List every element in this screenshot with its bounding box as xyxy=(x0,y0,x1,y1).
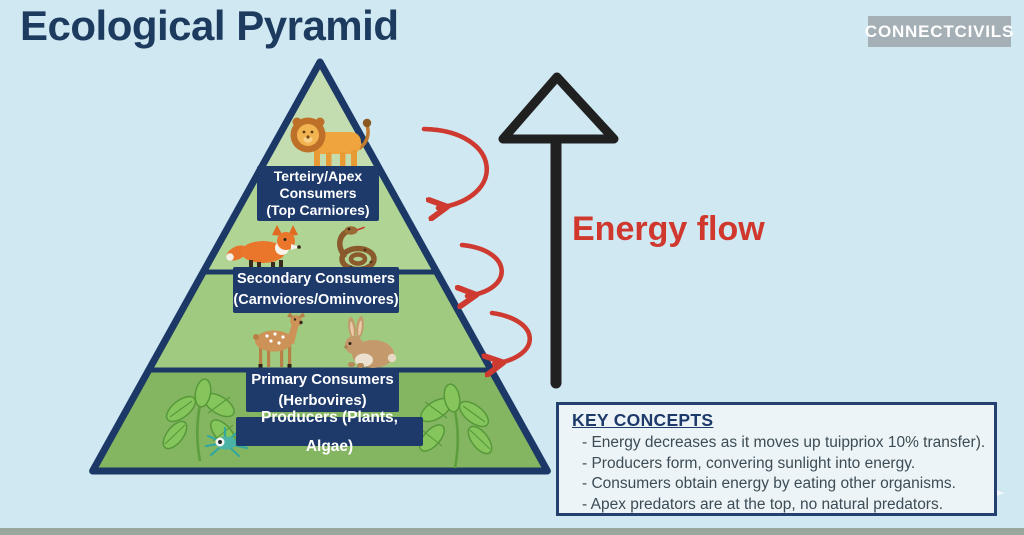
cycle-arrow-bottom xyxy=(492,310,533,364)
tier-label-line: (Carnviores/Ominvores) xyxy=(233,292,399,308)
tier-label-producers: Producers (Plants, Algae) xyxy=(236,409,423,455)
bottom-edge-strip xyxy=(0,528,1024,535)
leaves-icon xyxy=(162,378,236,462)
tier-label-line: Primary Consumers xyxy=(251,371,394,388)
key-concepts-title: KEY CONCEPTS xyxy=(572,410,714,430)
cycle-arrow-middle xyxy=(462,242,504,296)
cycle-arrow-top xyxy=(421,126,490,208)
page-title: Ecological Pyramid xyxy=(20,2,399,49)
energy-flow-label: Energy flow xyxy=(572,210,765,248)
tier-label-secondary: Secondary Consumers (Carnviores/Ominvore… xyxy=(233,267,399,313)
rabbit-icon xyxy=(344,316,397,368)
tier-label-line: Terteiry/Apex xyxy=(273,168,363,184)
deer-icon xyxy=(253,312,305,368)
key-concepts-panel: KEY CONCEPTS - Energy decreases as it mo… xyxy=(556,402,997,516)
tier-label-tertiary: Terteiry/Apex Consumers (Top Carniores) xyxy=(257,166,379,221)
fox-icon xyxy=(226,225,301,273)
snake-icon xyxy=(337,226,377,273)
key-concept-item: - Consumers obtain energy by eating othe… xyxy=(582,475,956,492)
tier-label-line: Producers (Plants, Algae) xyxy=(261,408,398,455)
tier-label-line: Secondary Consumers xyxy=(237,271,395,287)
tier-tertiary-fill xyxy=(260,62,380,169)
leaves-icon xyxy=(419,383,493,469)
lion-icon xyxy=(290,117,372,167)
tier-label-line: Consumers xyxy=(279,185,357,201)
key-concept-item: - Apex predators are at the top, no natu… xyxy=(582,495,944,513)
energy-cycle-arrows xyxy=(421,126,533,364)
tier-label-line: (Top Carniores) xyxy=(266,202,370,218)
key-concept-item: - Producers form, convering sunlight int… xyxy=(582,454,916,472)
key-concept-item: - Energy decreases as it moves up tuippr… xyxy=(582,434,986,451)
brand-watermark-label: CONNECTCIVILS xyxy=(864,21,1015,41)
brand-watermark: CONNECTCIVILS xyxy=(864,16,1015,47)
